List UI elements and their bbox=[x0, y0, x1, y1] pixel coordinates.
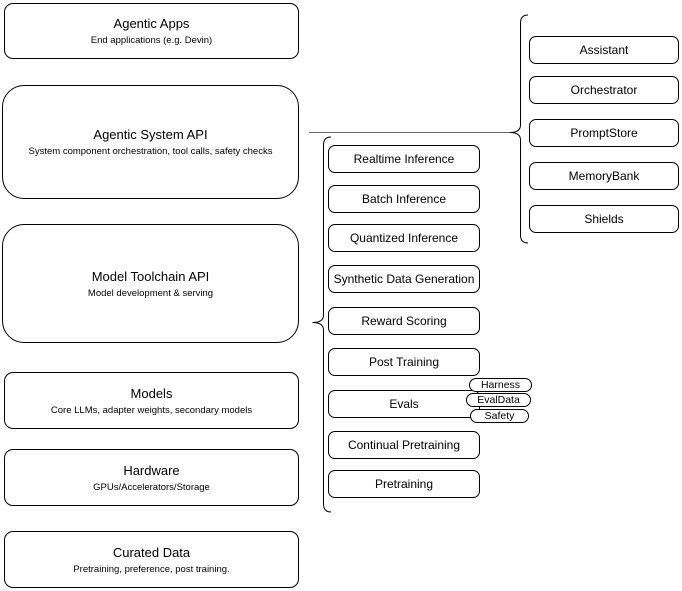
component-orchestrator: Orchestrator bbox=[529, 76, 679, 104]
component-memorybank: MemoryBank bbox=[529, 162, 679, 190]
node-subtitle: End applications (e.g. Devin) bbox=[90, 35, 213, 46]
toolchain-item-reward-scoring: Reward Scoring bbox=[328, 307, 480, 335]
component-promptstore: PromptStore bbox=[529, 119, 679, 147]
toolchain-item-pretraining: Pretraining bbox=[328, 470, 480, 498]
node-subtitle: Model development & serving bbox=[87, 287, 214, 299]
component-assistant: Assistant bbox=[529, 36, 679, 64]
eval-tag-evaldata: EvalData bbox=[466, 393, 531, 407]
toolchain-item-evals: Evals bbox=[328, 390, 480, 418]
node-title: Agentic System API bbox=[93, 127, 208, 142]
toolchain-item-post-training: Post Training bbox=[328, 348, 480, 376]
node-title: Models bbox=[130, 385, 173, 401]
eval-tag-safety: Safety bbox=[470, 409, 529, 423]
node-title: Hardware bbox=[123, 462, 180, 478]
node-subtitle: Pretraining, preference, post training. bbox=[73, 563, 230, 575]
node-agentic-system-api: Agentic System API System component orch… bbox=[2, 85, 299, 199]
node-title: Curated Data bbox=[112, 544, 191, 560]
toolchain-item-quantized-inference: Quantized Inference bbox=[328, 224, 480, 252]
node-models: Models Core LLMs, adapter weights, secon… bbox=[4, 372, 299, 429]
components-brace bbox=[509, 14, 529, 244]
node-title: Agentic Apps bbox=[113, 16, 190, 31]
eval-tag-harness: Harness bbox=[469, 378, 532, 392]
toolchain-item-batch-inference: Batch Inference bbox=[328, 185, 480, 213]
node-curated-data: Curated Data Pretraining, preference, po… bbox=[4, 531, 299, 588]
toolchain-item-realtime-inference: Realtime Inference bbox=[328, 145, 480, 173]
node-subtitle: System component orchestration, tool cal… bbox=[28, 146, 273, 157]
component-shields: Shields bbox=[529, 205, 679, 233]
toolchain-item-continual-pretraining: Continual Pretraining bbox=[328, 431, 480, 459]
node-model-toolchain-api: Model Toolchain API Model development & … bbox=[2, 224, 299, 343]
node-agentic-apps: Agentic Apps End applications (e.g. Devi… bbox=[4, 3, 299, 59]
toolchain-item-synthetic-data-generation: Synthetic Data Generation bbox=[328, 265, 480, 293]
node-title: Model Toolchain API bbox=[91, 268, 210, 284]
node-hardware: Hardware GPUs/Accelerators/Storage bbox=[4, 449, 299, 506]
node-subtitle: Core LLMs, adapter weights, secondary mo… bbox=[50, 404, 253, 416]
node-subtitle: GPUs/Accelerators/Storage bbox=[93, 481, 210, 493]
